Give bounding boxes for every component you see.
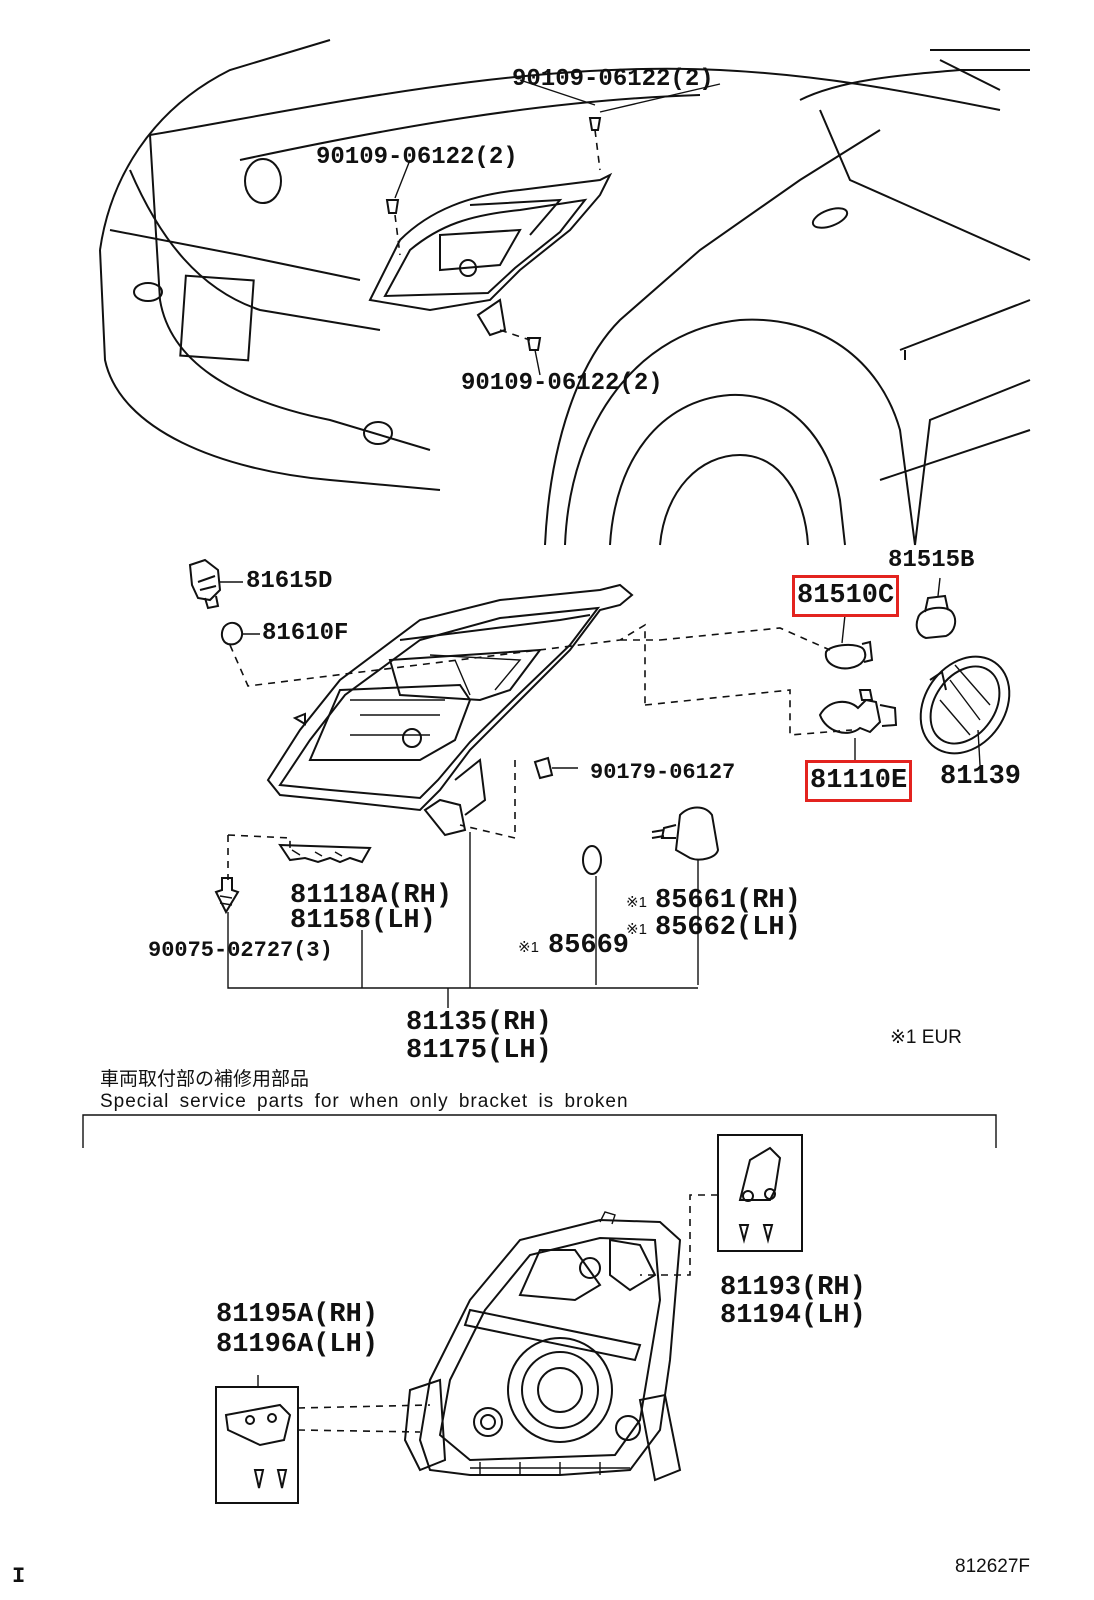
headlamp-bulb-icon bbox=[818, 689, 898, 760]
repair-bracket-upper-icon bbox=[738, 1146, 782, 1244]
eur-note: ※1 EUR bbox=[890, 1027, 962, 1048]
repair-bracket-box bbox=[717, 1134, 803, 1252]
leveling-motor-icon bbox=[651, 806, 720, 861]
part-number-label: 85662(LH) bbox=[655, 913, 801, 943]
installed-headlamp-illustration bbox=[368, 79, 721, 376]
headlamp-assembly-illustration bbox=[266, 583, 634, 837]
part-number-label: 81193(RH) bbox=[720, 1273, 866, 1303]
bracket-icon bbox=[278, 843, 372, 864]
part-number-label: 81135(RH) bbox=[406, 1008, 552, 1038]
part-number-label: 81194(LH) bbox=[720, 1301, 866, 1331]
part-number-label: 90075-02727(3) bbox=[148, 938, 333, 963]
eur-mark: ※1 bbox=[626, 894, 647, 911]
highlighted-part-number-label: 81510C bbox=[792, 575, 900, 617]
bolt-icon bbox=[385, 117, 602, 351]
car-body-illustration bbox=[99, 39, 1031, 546]
section-title-english: Special service parts for when only brac… bbox=[100, 1091, 629, 1112]
part-number-label: 81118A(RH) bbox=[290, 881, 453, 911]
part-number-label: 81610F bbox=[262, 620, 349, 647]
part-number-label: 81195A(RH) bbox=[216, 1300, 379, 1330]
part-number-label: 81196A(LH) bbox=[216, 1330, 379, 1360]
repair-bracket-lower-icon bbox=[224, 1403, 292, 1489]
repair-bracket-box bbox=[215, 1386, 299, 1504]
clip-icon bbox=[533, 756, 578, 780]
part-number-label: 90109-06122(2) bbox=[461, 370, 663, 397]
bulb-icon bbox=[220, 621, 244, 646]
highlighted-part-number-label: 81110E bbox=[805, 760, 913, 802]
part-number-label: 85661(RH) bbox=[655, 886, 801, 916]
position-bulb-icon bbox=[824, 614, 874, 670]
part-number-label: 90179-06127 bbox=[590, 760, 736, 785]
headlamp-cover-icon bbox=[919, 655, 1011, 766]
part-number-label: 81515B bbox=[888, 547, 975, 574]
part-number-label: 85669 bbox=[548, 931, 630, 961]
socket-icon bbox=[188, 558, 222, 610]
part-number-label: 81175(LH) bbox=[406, 1036, 552, 1066]
part-number-label: 90109-06122(2) bbox=[512, 66, 714, 93]
eur-mark: ※1 bbox=[626, 921, 647, 938]
eur-mark: ※1 bbox=[518, 939, 539, 956]
section-title-japanese: 車両取付部の補修用部品 bbox=[100, 1069, 310, 1090]
part-number-label: 81158(LH) bbox=[290, 906, 436, 936]
part-number-label: 81615D bbox=[246, 568, 333, 595]
screw-icon bbox=[214, 877, 240, 915]
footer-left-mark: I bbox=[12, 1564, 26, 1589]
figure-id: 812627F bbox=[955, 1556, 1031, 1577]
headlamp-rear-view-illustration bbox=[403, 1211, 682, 1482]
part-number-label: 81139 bbox=[940, 762, 1022, 792]
socket-icon bbox=[915, 577, 957, 640]
o-ring-icon bbox=[582, 845, 602, 875]
part-number-label: 90109-06122(2) bbox=[316, 144, 518, 171]
